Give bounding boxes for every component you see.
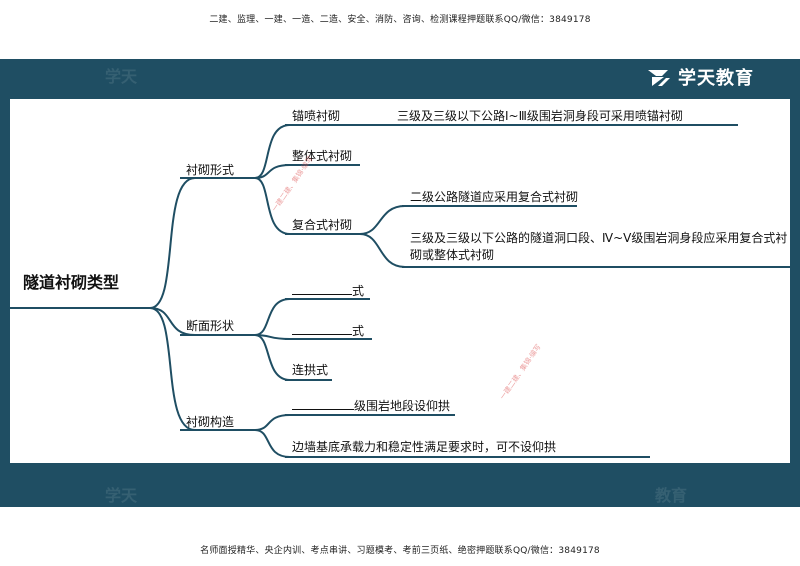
watermark-text: 教育 [655,486,688,505]
bottom-contact-note: 名师面授精华、央企内训、考点串讲、习题模考、考前三页纸、绝密押题联系QQ/微信：… [200,546,600,556]
node-shape-blank-1: 式 [292,282,364,299]
detail-composite-1: 二级公路隧道应采用复合式衬砌 [410,190,579,204]
branch-lining-form: 衬砌形式 [186,163,235,177]
node-composite-lining: 复合式衬砌 [292,218,353,232]
fill-blank [292,282,352,295]
branch-lining-structure: 衬砌构造 [186,415,235,429]
node-monolithic-lining: 整体式衬砌 [292,149,353,163]
brand-mark-icon [648,70,670,86]
node-suffix: 式 [352,284,365,298]
mindmap-connectors [10,124,790,458]
node-multi-arch: 连拱式 [292,363,329,377]
node-anchor-spray-lining: 锚喷衬砌 [292,109,341,123]
detail-composite-2: 三级及三级以下公路的隧道洞口段、Ⅳ~Ⅴ级围岩洞身段应采用复合式衬砌或整体式衬砌 [410,231,788,262]
fill-blank [292,397,354,410]
node-invert-arch-blank: 级围岩地段设仰拱 [292,397,450,414]
watermark-text: 学天 [105,486,138,505]
fill-blank [292,322,352,335]
brand-logo: 学天教育 [646,66,754,89]
node-suffix: 式 [352,324,365,338]
node-shape-blank-2: 式 [292,322,364,339]
brand-name: 学天教育 [678,68,754,89]
watermark-text: 学天 [105,67,138,86]
branch-section-shape: 断面形状 [186,319,235,333]
root-node: 隧道衬砌类型 [23,273,120,292]
top-contact-note: 二建、监理、一建、一造、二造、安全、消防、咨询、检测课程押题联系QQ/微信：38… [209,15,591,25]
node-no-invert-arch: 边墙基底承载力和稳定性满足要求时，可不设仰拱 [292,440,557,454]
mindmap-panel: 隧道衬砌类型 衬砌形式 断面形状 衬砌构造 锚喷衬砌 三级及三级以下公路Ⅰ~Ⅲ级… [10,99,790,463]
detail-anchor-spray: 三级及三级以下公路Ⅰ~Ⅲ级围岩洞身段可采用喷锚衬砌 [397,109,683,123]
node-suffix: 级围岩地段设仰拱 [354,399,451,413]
